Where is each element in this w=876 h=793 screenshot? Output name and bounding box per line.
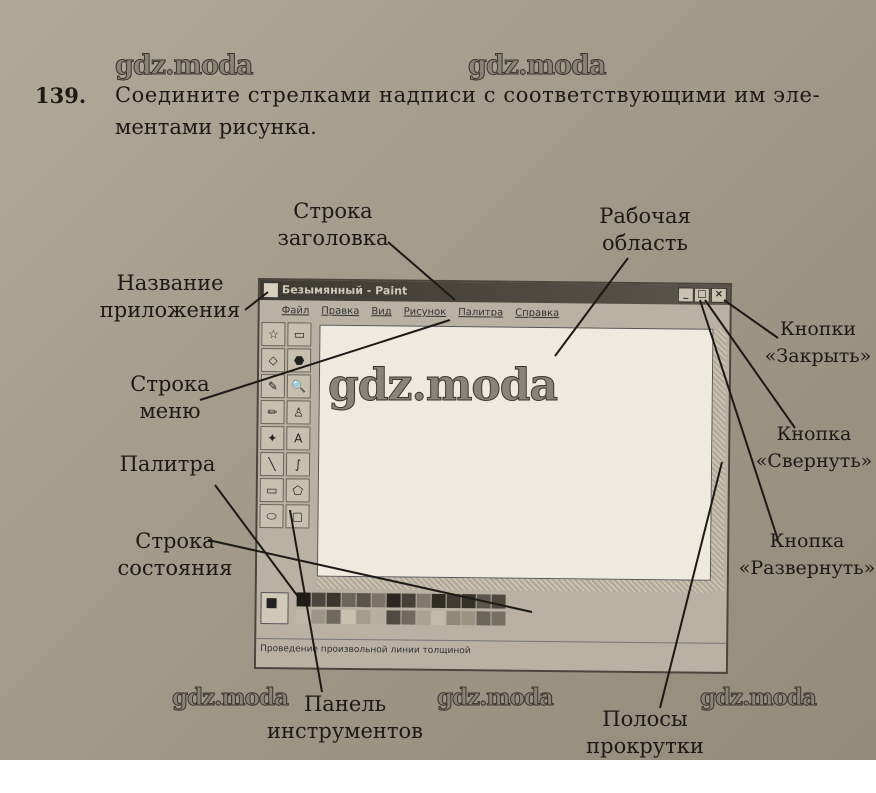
- line-title-bar: [387, 241, 456, 301]
- line-maximize: [699, 299, 779, 541]
- line-minimize: [704, 299, 796, 429]
- watermark: gdz.moda: [700, 684, 818, 712]
- line-work-area: [554, 257, 629, 357]
- watermark: gdz.moda: [114, 50, 253, 82]
- line-toolbox: [289, 509, 323, 693]
- label-close: Кнопки«Закрыть»: [764, 318, 872, 367]
- line-menu-bar: [199, 319, 451, 401]
- line-status-bar: [207, 539, 533, 613]
- watermark: gdz.moda: [467, 50, 606, 82]
- line-close: [723, 299, 779, 339]
- watermark: gdz.moda: [327, 360, 558, 412]
- label-palette: Палитра: [119, 452, 216, 476]
- line-app-name: [244, 291, 269, 311]
- label-minimize: Кнопка«Свернуть»: [755, 423, 873, 472]
- exercise-text-line2: ментами рисунка.: [115, 115, 317, 139]
- exercise-number: 139.: [35, 83, 87, 108]
- watermark: gdz.moda: [172, 684, 290, 712]
- watermark: gdz.moda: [437, 684, 555, 712]
- exercise-text-line1: Соедините стрелками надписи с соответств…: [115, 83, 821, 107]
- line-palette: [214, 484, 303, 603]
- label-maximize: Кнопка«Развернуть»: [738, 530, 876, 579]
- line-scrollbars: [659, 461, 723, 709]
